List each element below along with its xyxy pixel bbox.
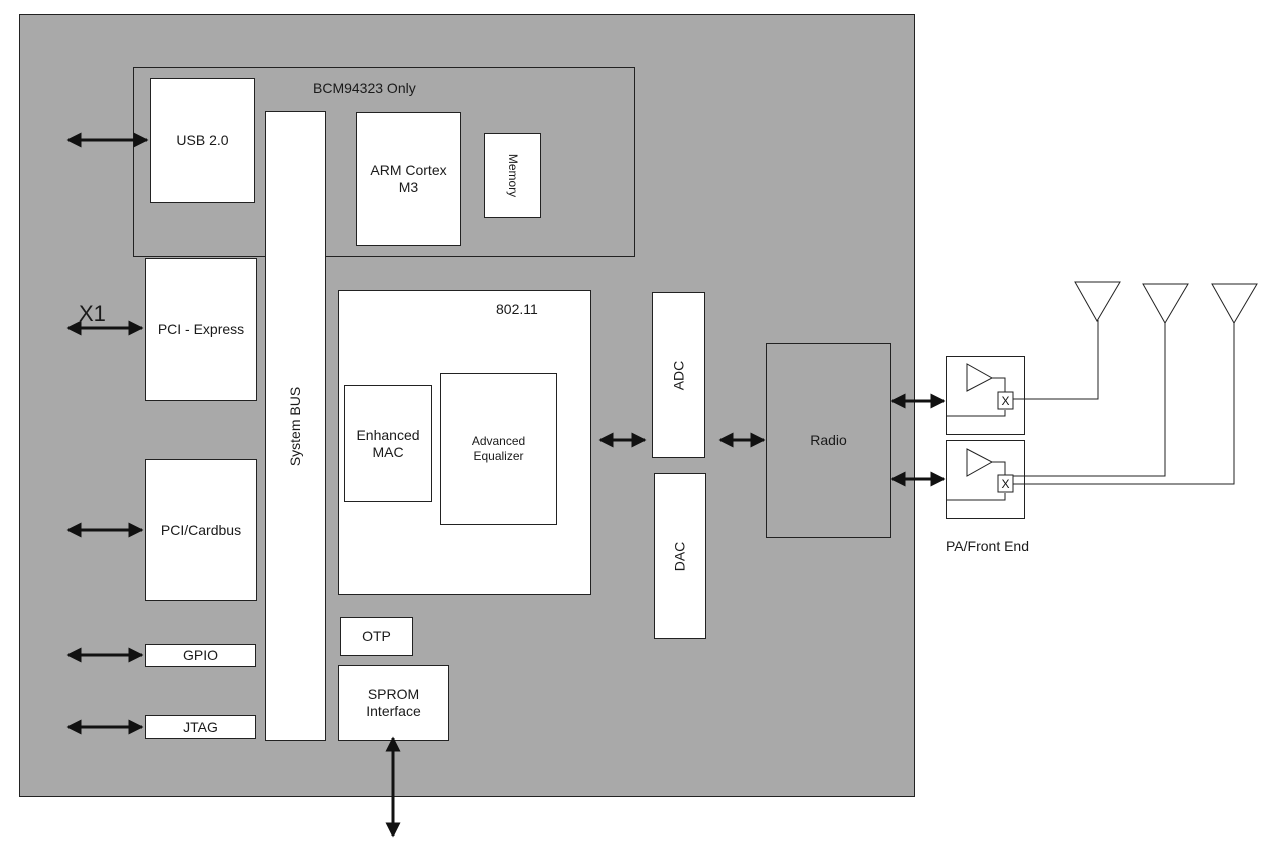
adc-block: ADC <box>652 292 705 458</box>
antenna-icon <box>1211 283 1258 325</box>
otp-block: OTP <box>340 617 413 656</box>
gpio-block: GPIO <box>145 644 256 667</box>
pci-express-label: PCI - Express <box>157 321 245 337</box>
usb-block: USB 2.0 <box>150 78 255 203</box>
radio-label: Radio <box>810 432 847 448</box>
amplifier-icon <box>966 363 994 392</box>
usb-label: USB 2.0 <box>176 132 229 148</box>
otp-label: OTP <box>362 628 391 644</box>
amplifier-icon <box>966 448 994 477</box>
enhanced-mac-label: Enhanced MAC <box>356 426 420 460</box>
antenna-icon <box>1074 281 1121 323</box>
memory-block: Memory <box>484 133 541 218</box>
arm-cortex-label: ARM Cortex M3 <box>370 162 447 195</box>
advanced-equalizer-label: Advanced Equalizer <box>471 434 526 463</box>
jtag-label: JTAG <box>183 718 218 735</box>
pci-cardbus-label: PCI/Cardbus <box>160 521 242 538</box>
pa-front-end-label: PA/Front End <box>946 538 1030 554</box>
switch-mark-2: X <box>1001 477 1009 491</box>
radio-block: Radio <box>766 343 891 538</box>
system-bus-block: System BUS <box>265 111 326 741</box>
dac-block: DAC <box>654 473 706 639</box>
arm-cortex-block: ARM Cortex M3 <box>356 112 461 246</box>
bcm94323-only-frame <box>133 67 635 257</box>
gpio-label: GPIO <box>182 647 218 663</box>
switch-1 <box>997 391 1014 410</box>
bcm94323-only-label: BCM94323 Only <box>313 80 416 96</box>
antenna-icon <box>1142 283 1189 325</box>
sprom-interface-label: SPROM Interface <box>366 686 421 719</box>
enhanced-mac-block: Enhanced MAC <box>344 385 432 502</box>
sprom-interface-block: SPROM Interface <box>338 665 449 741</box>
switch-mark-1: X <box>1001 394 1009 408</box>
advanced-equalizer-block: Advanced Equalizer <box>440 373 557 525</box>
wlan-802-11-label: 802.11 <box>496 301 538 317</box>
jtag-block: JTAG <box>145 715 256 739</box>
pci-express-block: PCI - Express <box>145 258 257 401</box>
pci-cardbus-block: PCI/Cardbus <box>145 459 257 601</box>
